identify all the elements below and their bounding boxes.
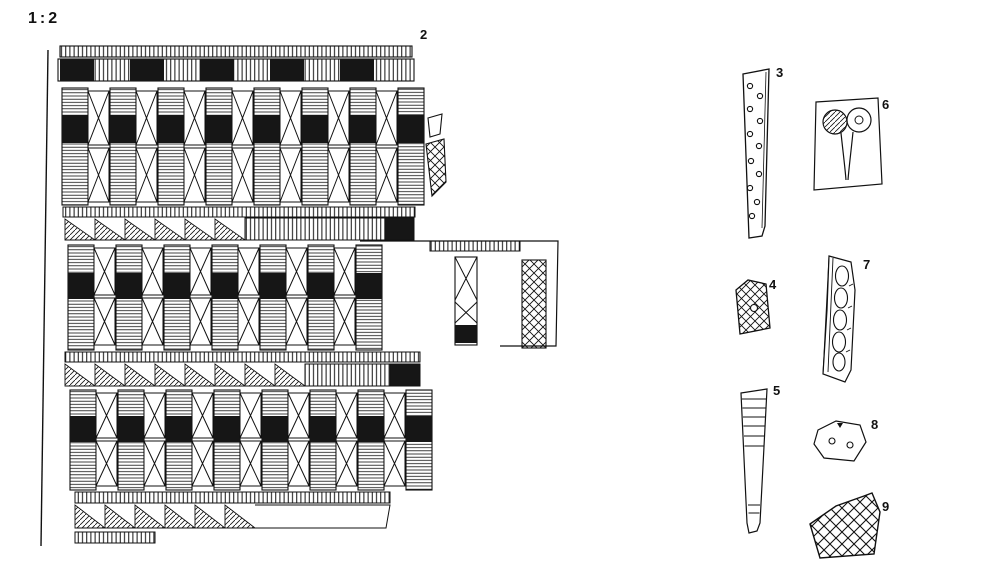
artifact-9-drawing: [809, 492, 881, 559]
artifact-4-drawing: [735, 279, 771, 335]
artifact-3-drawing: [742, 68, 770, 239]
artifact-8-drawing: [813, 420, 867, 462]
item-label-5: 5: [773, 383, 781, 398]
item-label-4: 4: [769, 277, 777, 292]
item-label-8: 8: [871, 417, 879, 432]
artifact-7-drawing: [822, 255, 856, 383]
item-label-6: 6: [882, 97, 890, 112]
artifact-2-drawing: [40, 45, 559, 547]
scale-label: 1:2: [28, 10, 61, 27]
item-label-7: 7: [863, 257, 871, 272]
item-label-2: 2: [420, 27, 428, 42]
item-label-3: 3: [776, 65, 784, 80]
artifact-5-drawing: [740, 388, 768, 534]
artifact-6-drawing: [813, 97, 883, 191]
item-label-9: 9: [882, 499, 890, 514]
